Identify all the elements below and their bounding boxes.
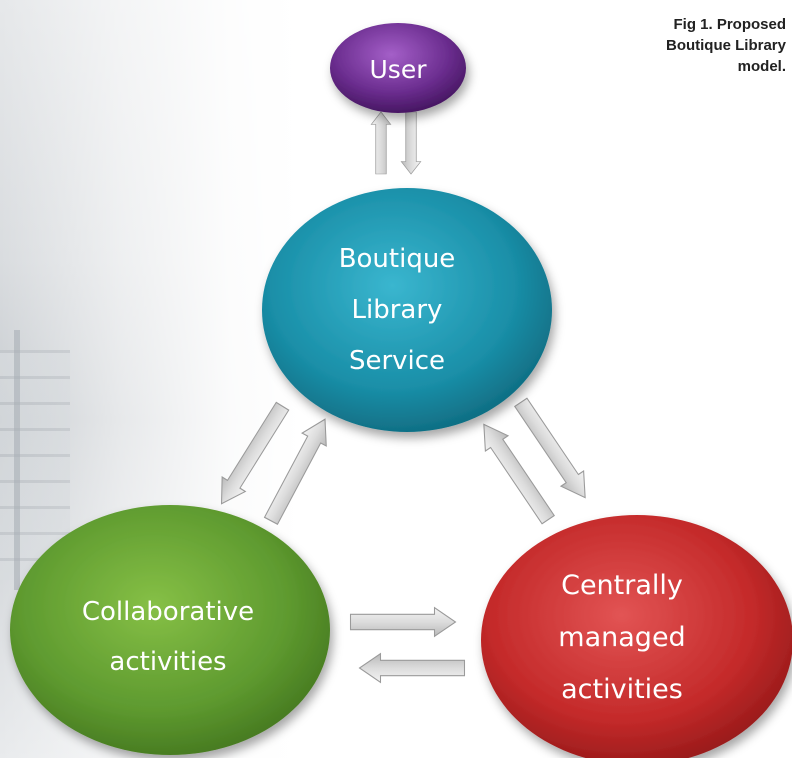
node-central: Centrally managed activities [481, 515, 792, 758]
caption-line-3: model. [737, 58, 786, 75]
arrow-collaborative-to-central [349, 607, 457, 637]
caption-line-1: Fig 1. Proposed [673, 16, 786, 33]
arrow-service-to-user [370, 111, 392, 175]
background-post [14, 330, 20, 590]
arrow-central-to-collaborative [358, 653, 466, 683]
node-service: Boutique Library Service [262, 188, 552, 432]
caption-line-2: Boutique Library [665, 37, 786, 54]
node-central-line-2: managed [558, 622, 685, 653]
node-service-line-2: Library [352, 295, 443, 325]
node-central-line-3: activities [561, 674, 683, 705]
node-collaborative: Collaborative activities [10, 505, 330, 755]
figure-caption: Fig 1. Proposed Boutique Library model. [586, 14, 786, 77]
node-collaborative-line-2: activities [109, 647, 226, 677]
node-user: User [330, 23, 466, 113]
node-service-line-3: Service [349, 346, 445, 376]
node-user-label: User [370, 55, 428, 84]
arrow-user-to-service [400, 111, 422, 175]
node-service-line-1: Boutique [339, 244, 456, 274]
node-central-line-1: Centrally [561, 570, 683, 601]
node-collaborative-line-1: Collaborative [82, 597, 254, 627]
